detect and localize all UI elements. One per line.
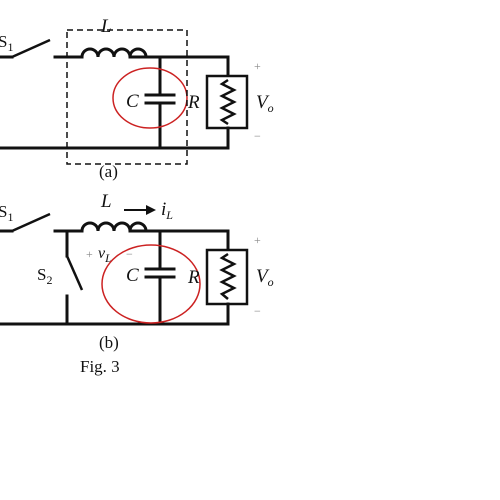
current-label: iL xyxy=(161,199,173,222)
resistor-b-label: R xyxy=(187,267,200,288)
switch-s1-a xyxy=(0,38,84,59)
figure-caption: Fig. 3 xyxy=(80,357,120,376)
vl-plus: + xyxy=(86,247,93,261)
capacitor-a-label: C xyxy=(126,91,139,112)
vout-a-plus: + xyxy=(254,59,261,73)
switch-s1-a-label: S1 xyxy=(0,32,13,54)
caption-a: (a) xyxy=(99,162,118,181)
resistor-a xyxy=(205,55,249,150)
highlight-circle-b xyxy=(101,244,201,324)
current-arrow xyxy=(124,205,156,215)
inductor-a-label: L xyxy=(100,16,112,37)
vout-a-minus: − xyxy=(254,129,261,143)
circuit-b: S1 L iL + vL − S2 xyxy=(0,191,274,352)
highlight-circle-a xyxy=(112,67,188,129)
inductor-a xyxy=(80,47,230,59)
caption-b: (b) xyxy=(99,333,119,352)
vl-label: vL xyxy=(98,245,112,265)
switch-s1-b-label: S1 xyxy=(0,202,13,224)
vl-minus: − xyxy=(126,247,133,261)
switch-s2 xyxy=(65,229,84,326)
capacitor-b xyxy=(144,229,176,326)
inductor-b-label: L xyxy=(100,191,112,212)
vout-b-plus: + xyxy=(254,233,261,247)
inductor-b xyxy=(80,221,230,233)
capacitor-b-label: C xyxy=(126,265,139,286)
vout-b-minus: − xyxy=(254,304,261,318)
circuit-a: S1 L C R + Vo − (a) xyxy=(0,16,274,181)
resistor-a-label: R xyxy=(187,92,200,113)
capacitor-a xyxy=(144,55,176,150)
vout-a-label: Vo xyxy=(256,92,274,115)
dashed-box-a xyxy=(66,29,188,165)
vout-b-label: Vo xyxy=(256,266,274,289)
resistor-b xyxy=(205,229,249,326)
switch-s2-label: S2 xyxy=(37,265,52,287)
